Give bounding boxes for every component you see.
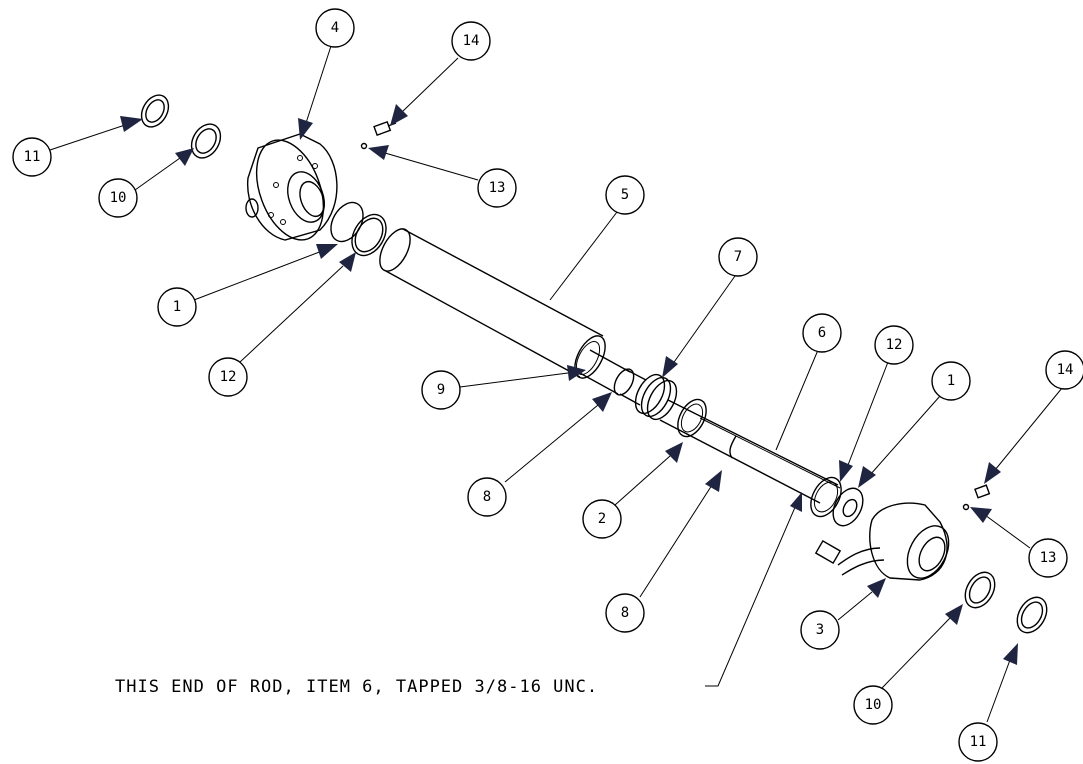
balloon-8-lower: 8 — [605, 593, 645, 633]
balloon-12-left: 12 — [208, 357, 248, 397]
part-1-ring-left — [330, 201, 364, 243]
balloon-label: 12 — [886, 337, 903, 353]
part-2-ring — [677, 398, 707, 438]
balloon-1-left: 1 — [157, 287, 197, 327]
balloon-2: 2 — [582, 499, 622, 539]
balloon-label: 12 — [220, 369, 237, 385]
balloon-8-upper: 8 — [467, 477, 507, 517]
part-12-ring-left — [351, 213, 387, 257]
balloon-label: 10 — [110, 190, 127, 206]
part-10-ring-top — [190, 123, 222, 159]
balloon-label: 11 — [970, 734, 987, 750]
balloon-label: 5 — [621, 187, 629, 203]
balloon-label: 1 — [173, 299, 181, 315]
balloon-label: 3 — [816, 622, 824, 638]
balloon-6: 6 — [802, 313, 842, 353]
leader-lines — [49, 45, 1063, 723]
balloon-14-right: 14 — [1045, 350, 1083, 390]
balloon-label: 8 — [621, 605, 629, 621]
part-13-ball-top — [360, 142, 368, 150]
balloon-label: 7 — [734, 249, 742, 265]
part-5-cylinder-tube — [379, 228, 606, 379]
part-1-ring-right — [832, 487, 864, 527]
part-7-piston-seal — [619, 368, 678, 421]
balloon-13-top: 13 — [477, 168, 517, 208]
balloon-label: 13 — [489, 180, 506, 196]
balloon-11-top: 11 — [12, 137, 52, 177]
balloon-7: 7 — [718, 237, 758, 277]
balloon-3: 3 — [800, 610, 840, 650]
part-11-ring-bottom — [1016, 596, 1048, 634]
balloon-5: 5 — [605, 175, 645, 215]
balloon-4: 4 — [315, 8, 355, 48]
part-4-head-block — [245, 133, 338, 241]
part-10-ring-bottom — [964, 571, 996, 609]
balloon-label: 2 — [598, 511, 606, 527]
part-6-rod — [659, 399, 841, 504]
balloon-label: 4 — [331, 20, 339, 36]
part-11-ring-top — [140, 94, 170, 128]
balloon-14-top: 14 — [451, 21, 491, 61]
balloon-9: 9 — [421, 370, 461, 410]
part-9-piston-rod-section — [577, 349, 635, 396]
balloon-label: 10 — [865, 697, 882, 713]
balloon-10-top: 10 — [98, 178, 138, 218]
part-13-ball-right — [962, 503, 970, 511]
balloon-label: 6 — [818, 325, 826, 341]
part-3-end-cap — [814, 502, 950, 581]
balloon-label: 14 — [463, 33, 480, 49]
balloon-10-bottom: 10 — [853, 685, 893, 725]
balloon-11-bottom: 11 — [958, 722, 998, 762]
balloon-label: 8 — [483, 489, 491, 505]
balloon-label: 1 — [947, 373, 955, 389]
balloon-label: 11 — [24, 149, 41, 165]
balloon-13-right: 13 — [1028, 538, 1068, 578]
balloon-1-right: 1 — [931, 361, 971, 401]
part-12-ring-right — [810, 476, 842, 518]
balloon-12-right: 12 — [874, 325, 914, 365]
balloon-label: 9 — [437, 382, 445, 398]
part-14-fitting-right — [974, 484, 991, 499]
balloon-label: 13 — [1040, 550, 1057, 566]
balloon-label: 14 — [1057, 362, 1074, 378]
rod-tapped-note: THIS END OF ROD, ITEM 6, TAPPED 3/8-16 U… — [115, 677, 598, 697]
